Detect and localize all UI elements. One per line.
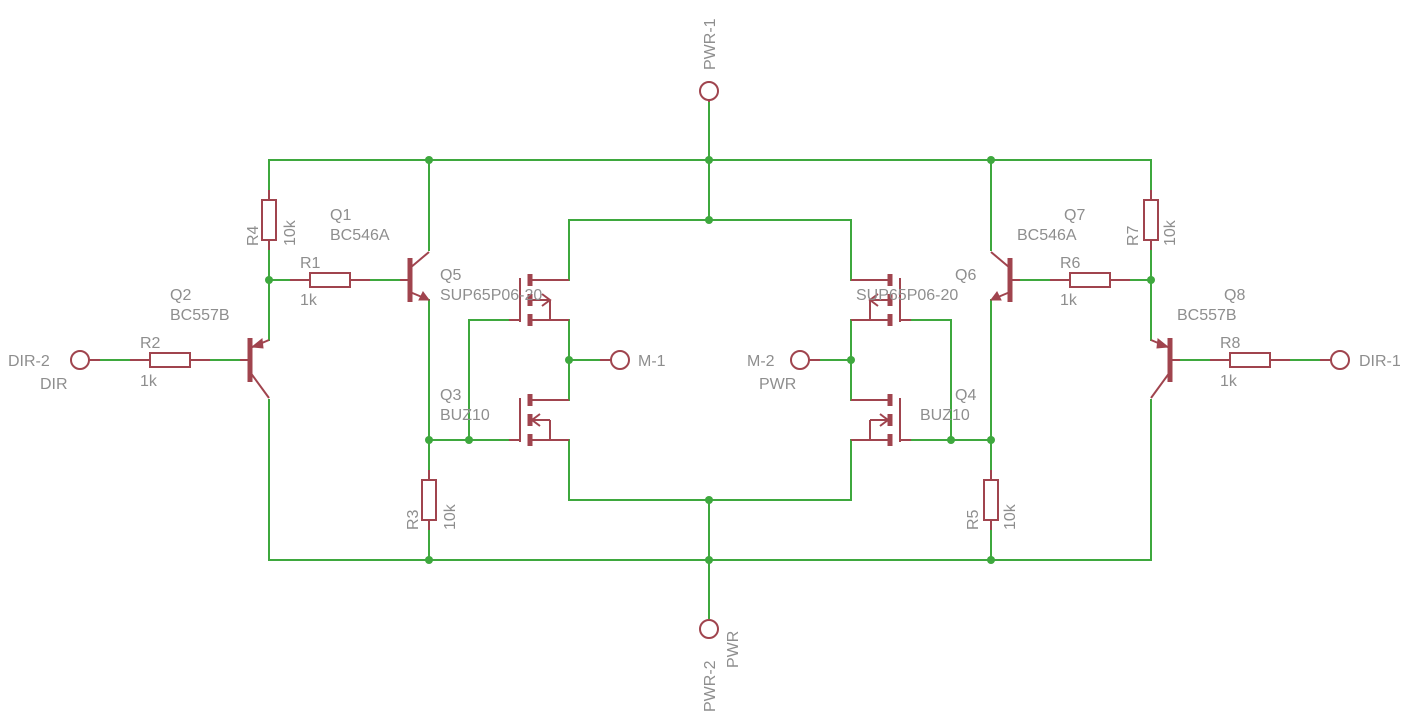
r3-value: 10k — [442, 503, 459, 530]
r8-name: R8 — [1220, 335, 1241, 352]
m-2-label: M-2 — [747, 353, 775, 370]
r3-name: R3 — [405, 509, 422, 530]
pwr-2-net-label: PWR — [725, 631, 742, 668]
r6-value: 1k — [1060, 292, 1078, 309]
pad-pwr-1 — [699, 81, 719, 101]
q3-name: Q3 — [440, 387, 461, 404]
dir-1-label: DIR-1 — [1359, 353, 1401, 370]
resistor-r3 — [421, 470, 437, 530]
r2-name: R2 — [140, 335, 161, 352]
wires — [99, 101, 1321, 619]
resistor-r1 — [290, 272, 370, 288]
resistor-r7 — [1143, 190, 1159, 250]
q3-part: BUZ10 — [440, 407, 490, 424]
pwr-2-label: PWR-2 — [702, 660, 719, 712]
transistor-q2 — [240, 338, 270, 399]
r5-name: R5 — [965, 509, 982, 530]
pwr-1-label: PWR-1 — [702, 18, 719, 70]
transistor-q4 — [851, 394, 911, 446]
r7-name: R7 — [1125, 225, 1142, 246]
transistor-q6 — [851, 274, 911, 326]
q1-part: BC546A — [330, 227, 390, 244]
resistor-r8 — [1210, 352, 1290, 368]
q5-name: Q5 — [440, 267, 461, 284]
r1-name: R1 — [300, 255, 321, 272]
r4-value: 10k — [282, 219, 299, 246]
q1-name: Q1 — [330, 207, 351, 224]
q7-name: Q7 — [1064, 207, 1085, 224]
q8-part: BC557B — [1177, 307, 1237, 324]
q6-name: Q6 — [955, 267, 976, 284]
q5-part: SUP65P06-20 — [440, 287, 542, 304]
q8-name: Q8 — [1224, 287, 1245, 304]
resistor-r4 — [261, 190, 277, 250]
junctions — [265, 156, 1155, 564]
r7-value: 10k — [1162, 219, 1179, 246]
r1-value: 1k — [300, 292, 318, 309]
q7-part: BC546A — [1017, 227, 1077, 244]
q6-part: SUP65P06-20 — [856, 287, 958, 304]
resistor-r5 — [983, 470, 999, 530]
q2-part: BC557B — [170, 307, 230, 324]
m-2-net-label: PWR — [759, 376, 796, 393]
q4-name: Q4 — [955, 387, 976, 404]
q2-name: Q2 — [170, 287, 191, 304]
transistor-q8 — [1150, 338, 1180, 399]
r8-value: 1k — [1220, 373, 1238, 390]
transistor-q1 — [400, 251, 430, 302]
dir-2-label: DIR-2 — [8, 353, 50, 370]
r4-name: R4 — [245, 225, 262, 246]
dir-2-net-label: DIR — [40, 376, 68, 393]
transistor-q5 — [509, 274, 569, 326]
r2-value: 1k — [140, 373, 158, 390]
r5-value: 10k — [1002, 503, 1019, 530]
q4-part: BUZ10 — [920, 407, 970, 424]
resistor-r2 — [130, 352, 210, 368]
pad-pwr-2 — [699, 619, 719, 639]
r6-name: R6 — [1060, 255, 1081, 272]
transistor-q3 — [509, 394, 569, 446]
transistor-q7 — [990, 251, 1020, 302]
pad-m-1 — [610, 350, 630, 370]
m-1-label: M-1 — [638, 353, 666, 370]
pad-dir-2 — [70, 350, 90, 370]
pad-m-2 — [790, 350, 810, 370]
pad-dir-1 — [1330, 350, 1350, 370]
resistor-r6 — [1050, 272, 1130, 288]
